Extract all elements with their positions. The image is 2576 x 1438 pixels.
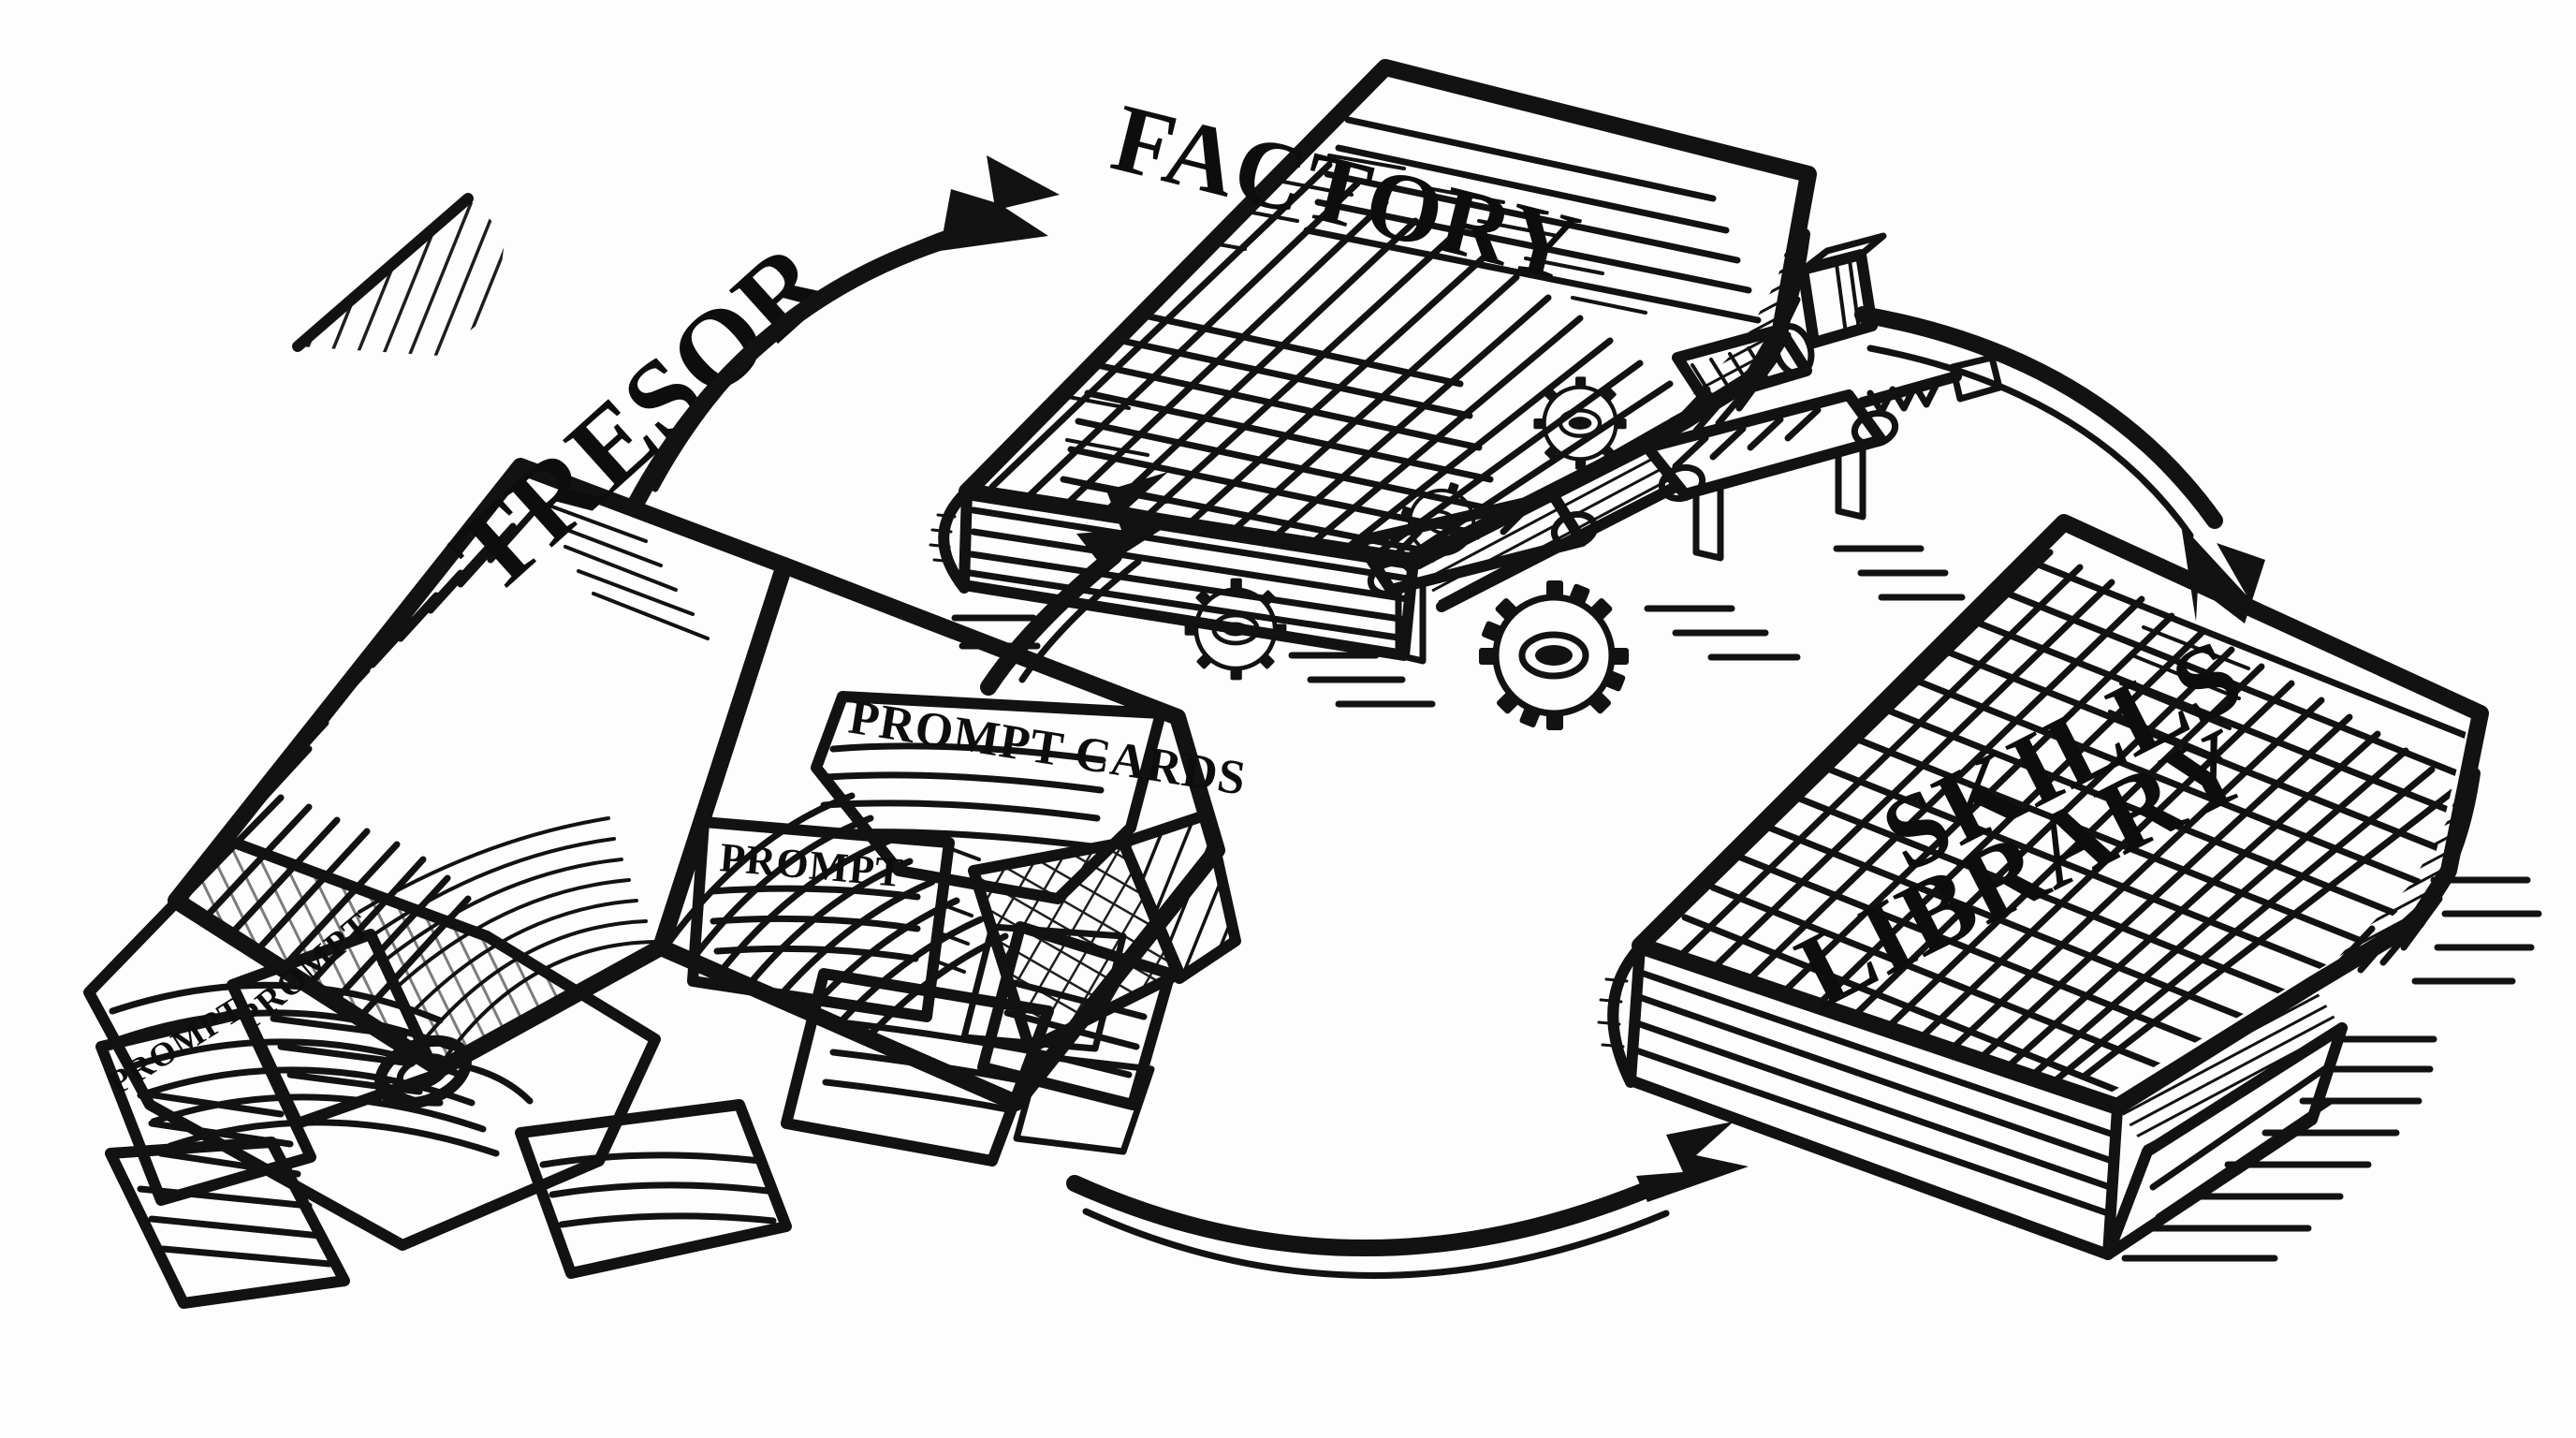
roller-drum bbox=[1672, 323, 1815, 406]
prompt-cards-rules bbox=[818, 742, 1106, 850]
tresor-cover-ticks bbox=[537, 500, 710, 640]
skills-bottom-edge bbox=[2102, 979, 2348, 1260]
loose-sheet-bottom bbox=[105, 1137, 350, 1309]
conveyor-belt-right bbox=[1642, 389, 1899, 562]
arrowhead-4 bbox=[1636, 1122, 1749, 1202]
factory-page-lines bbox=[966, 506, 1412, 642]
arrow-tresor-to-factory bbox=[626, 155, 1060, 514]
factory-cover-texture bbox=[1046, 154, 1647, 504]
gear-large-front bbox=[1479, 580, 1629, 730]
arrowhead-2 bbox=[1076, 472, 1181, 567]
skills-cover-crosshatch bbox=[1653, 549, 2456, 1095]
loose-sheet-right bbox=[960, 923, 1155, 1155]
stray-hatch-fragment bbox=[292, 193, 505, 356]
machinery-ground-hatch bbox=[951, 545, 1966, 708]
skills-page-lines bbox=[1632, 970, 2117, 1217]
skills-cover-crosshatch-2 bbox=[1681, 554, 2471, 1095]
arrow-cards-to-factory bbox=[980, 472, 1181, 696]
skills-ground-hatch bbox=[2121, 876, 2542, 1262]
arrowhead-1 bbox=[940, 155, 1060, 251]
arrow-factory-to-skills bbox=[1854, 306, 2265, 624]
conveyor-belt-left bbox=[1354, 491, 1599, 665]
tresor-right-page bbox=[652, 557, 1225, 1111]
factory-machinery bbox=[951, 232, 2003, 730]
piston-block bbox=[1797, 232, 1887, 348]
arrow-tresor-to-skills bbox=[1066, 1122, 1749, 1279]
gear-vertical-inner bbox=[1400, 482, 1482, 564]
prompt-inset-rules bbox=[708, 885, 921, 962]
gear-small-left bbox=[1184, 578, 1287, 681]
skills-page-block bbox=[1597, 942, 2123, 1260]
skills-cover-edge bbox=[2306, 708, 2486, 990]
arrowhead-3 bbox=[2181, 524, 2265, 624]
prompt-stack-edge-shadow bbox=[1118, 809, 1241, 984]
gear-mid bbox=[1533, 376, 1627, 470]
prompt-cards-sheet bbox=[811, 691, 1166, 904]
tresor-left-gutter-hatch bbox=[358, 816, 657, 1067]
prompt-sheet-lower bbox=[515, 1099, 792, 1279]
